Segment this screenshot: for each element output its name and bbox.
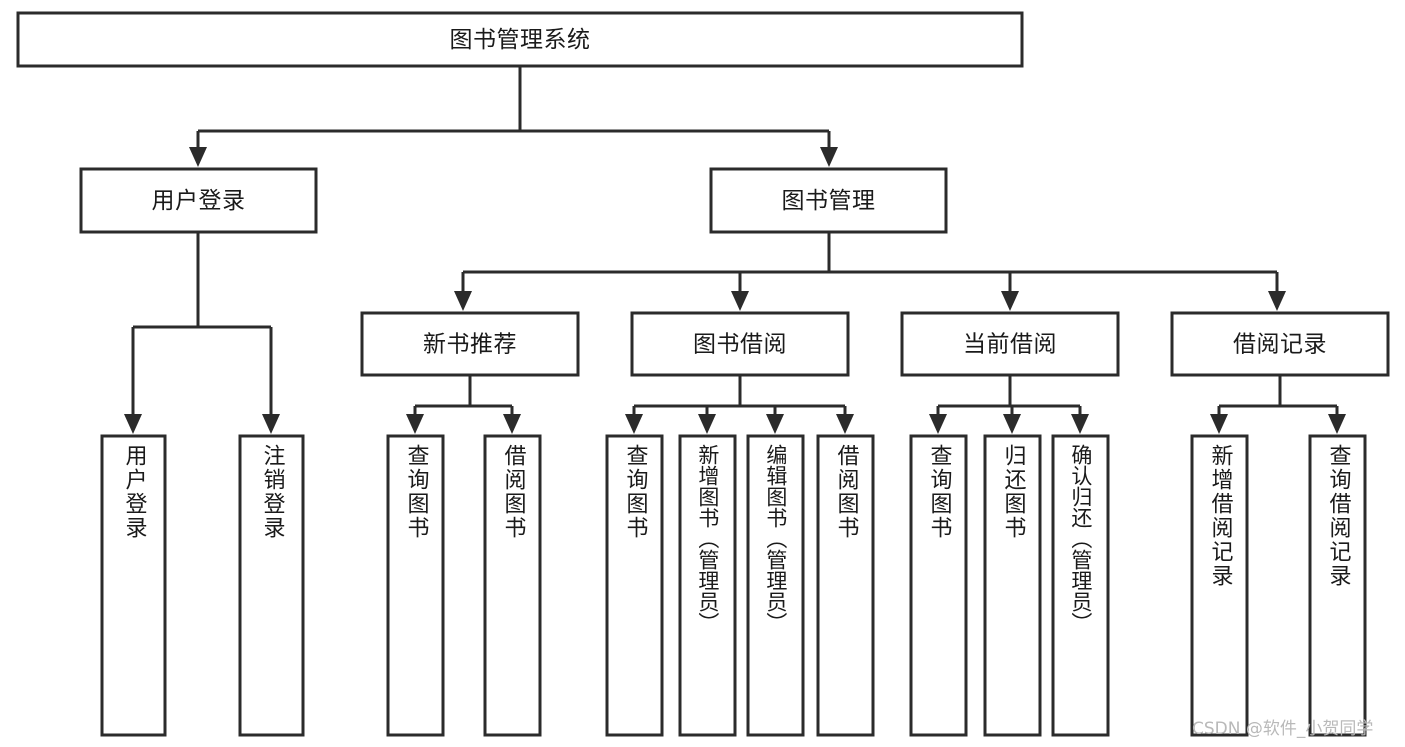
node-boxes-layer xyxy=(16,11,1390,737)
node-box-user-login[interactable] xyxy=(79,167,318,234)
leaf-box-leaf-add-record[interactable] xyxy=(1190,434,1249,737)
leaf-box-leaf-add-book[interactable] xyxy=(678,434,737,737)
leaf-box-leaf-edit-book[interactable] xyxy=(746,434,805,737)
node-box-current-borrow[interactable] xyxy=(900,311,1120,377)
node-label-book-borrow: 图书借阅 xyxy=(693,332,787,358)
connectors-layer xyxy=(124,66,1346,434)
node-box-book-management[interactable] xyxy=(709,167,948,234)
book-mgmt-drop-1-arrow xyxy=(731,291,749,311)
leaf-box-leaf-user-login[interactable] xyxy=(100,434,167,737)
current-borrow-drop-1-arrow xyxy=(1003,414,1021,434)
root-drop-1-arrow xyxy=(820,147,838,167)
new-book-recommend-drop-0-arrow xyxy=(406,414,424,434)
leaf-box-leaf-query-book-3[interactable] xyxy=(909,434,968,737)
book-mgmt-drop-3-arrow xyxy=(1268,291,1286,311)
book-mgmt-drop-0-arrow xyxy=(454,291,472,311)
node-label-book-management: 图书管理 xyxy=(782,188,876,214)
current-borrow-drop-0-arrow xyxy=(929,414,947,434)
leaf-box-leaf-query-book-1[interactable] xyxy=(386,434,445,737)
leaf-box-leaf-confirm-return[interactable] xyxy=(1051,434,1110,737)
user-login-drop-1-arrow xyxy=(262,414,280,434)
book-borrow-drop-3-arrow xyxy=(836,414,854,434)
borrow-record-drop-0-arrow xyxy=(1210,414,1228,434)
root-node-label: 图书管理系统 xyxy=(450,27,591,53)
borrow-record-drop-1-arrow xyxy=(1328,414,1346,434)
node-label-new-book-recommend: 新书推荐 xyxy=(423,332,517,358)
node-label-current-borrow: 当前借阅 xyxy=(963,332,1057,358)
leaf-box-leaf-borrow-book-2[interactable] xyxy=(816,434,875,737)
book-borrow-drop-2-arrow xyxy=(766,414,784,434)
current-borrow-drop-2-arrow xyxy=(1071,414,1089,434)
node-box-borrow-record[interactable] xyxy=(1170,311,1390,377)
node-label-borrow-record: 借阅记录 xyxy=(1233,332,1327,358)
leaf-box-leaf-query-record[interactable] xyxy=(1308,434,1367,737)
book-borrow-drop-0-arrow xyxy=(625,414,643,434)
book-mgmt-drop-2-arrow xyxy=(1001,291,1019,311)
leaf-box-leaf-return-book[interactable] xyxy=(983,434,1042,737)
root-node-box[interactable] xyxy=(16,11,1024,68)
book-borrow-drop-1-arrow xyxy=(698,414,716,434)
leaf-box-leaf-borrow-book-1[interactable] xyxy=(483,434,542,737)
node-box-new-book-recommend[interactable] xyxy=(360,311,580,377)
node-label-user-login: 用户登录 xyxy=(152,188,246,214)
new-book-recommend-drop-1-arrow xyxy=(503,414,521,434)
root-drop-0-arrow xyxy=(189,147,207,167)
user-login-drop-0-arrow xyxy=(124,414,142,434)
leaf-box-leaf-user-logout[interactable] xyxy=(238,434,305,737)
leaf-box-leaf-query-book-2[interactable] xyxy=(605,434,664,737)
node-box-book-borrow[interactable] xyxy=(630,311,850,377)
